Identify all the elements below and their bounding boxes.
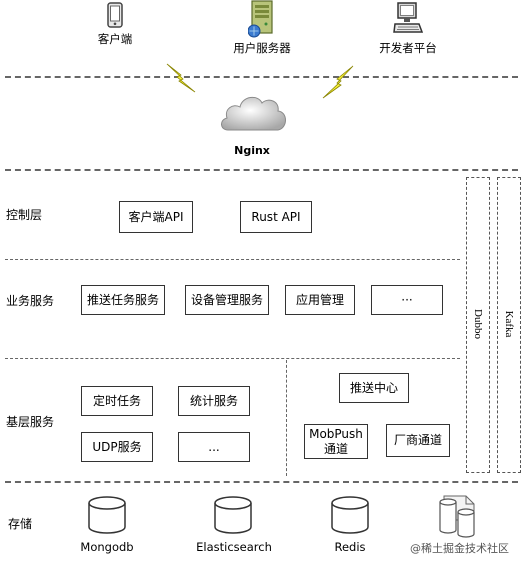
file-storage-icon xyxy=(439,495,475,538)
user-server-label: 用户服务器 xyxy=(233,41,291,55)
client-api-box: 客户端API xyxy=(119,201,193,233)
elasticsearch-label: Elasticsearch xyxy=(196,540,272,554)
base-divider xyxy=(286,360,287,476)
rust-api-box: Rust API xyxy=(240,201,312,233)
storage-separator xyxy=(5,481,518,483)
dev-platform-label: 开发者平台 xyxy=(379,41,437,55)
vendor-channel-box: 厂商通道 xyxy=(386,424,450,457)
scheduled-task-box: 定时任务 xyxy=(81,386,153,416)
redis-label: Redis xyxy=(334,540,366,554)
udp-service-box: UDP服务 xyxy=(81,432,153,462)
cloud-icon xyxy=(221,96,286,131)
kafka-column xyxy=(497,177,521,473)
push-center-box: 推送中心 xyxy=(339,373,409,403)
nginx-label: Nginx xyxy=(234,144,270,157)
more-base-box: ... xyxy=(178,432,250,462)
kafka-label: Kafka xyxy=(503,310,515,338)
storage-layer-label: 存储 xyxy=(8,517,33,531)
mobpush-channel-box: MobPush 通道 xyxy=(304,424,368,459)
lightning-bolt-icon-right xyxy=(322,65,354,99)
dubbo-label: Dubbo xyxy=(472,309,484,339)
lightning-bolt-icon-left xyxy=(166,63,196,93)
device-management-service-box: 设备管理服务 xyxy=(185,285,269,315)
top-separator xyxy=(5,76,518,78)
control-layer-label: 控制层 xyxy=(6,208,43,222)
mobile-phone-icon xyxy=(107,2,123,28)
nginx-separator xyxy=(5,169,518,171)
dubbo-column xyxy=(466,177,490,473)
mobpush-channel-line2: 通道 xyxy=(323,441,348,456)
control-separator xyxy=(5,259,460,260)
business-separator xyxy=(5,358,460,359)
mongodb-label: Mongodb xyxy=(80,540,134,554)
app-management-box: 应用管理 xyxy=(285,285,355,315)
desktop-computer-icon xyxy=(393,2,423,33)
base-layer-label: 基层服务 xyxy=(6,415,55,429)
business-layer-label: 业务服务 xyxy=(6,294,55,308)
client-label: 客户端 xyxy=(97,32,133,46)
database-cylinder-icon xyxy=(214,496,252,534)
statistics-service-box: 统计服务 xyxy=(178,386,250,416)
server-icon xyxy=(248,0,273,38)
database-cylinder-icon xyxy=(331,496,369,534)
more-business-box: ··· xyxy=(371,285,443,315)
mobpush-channel-line1: MobPush xyxy=(309,426,363,441)
push-task-service-box: 推送任务服务 xyxy=(81,285,165,315)
watermark: @稀土掘金技术社区 xyxy=(410,542,509,555)
database-cylinder-icon xyxy=(88,496,126,534)
